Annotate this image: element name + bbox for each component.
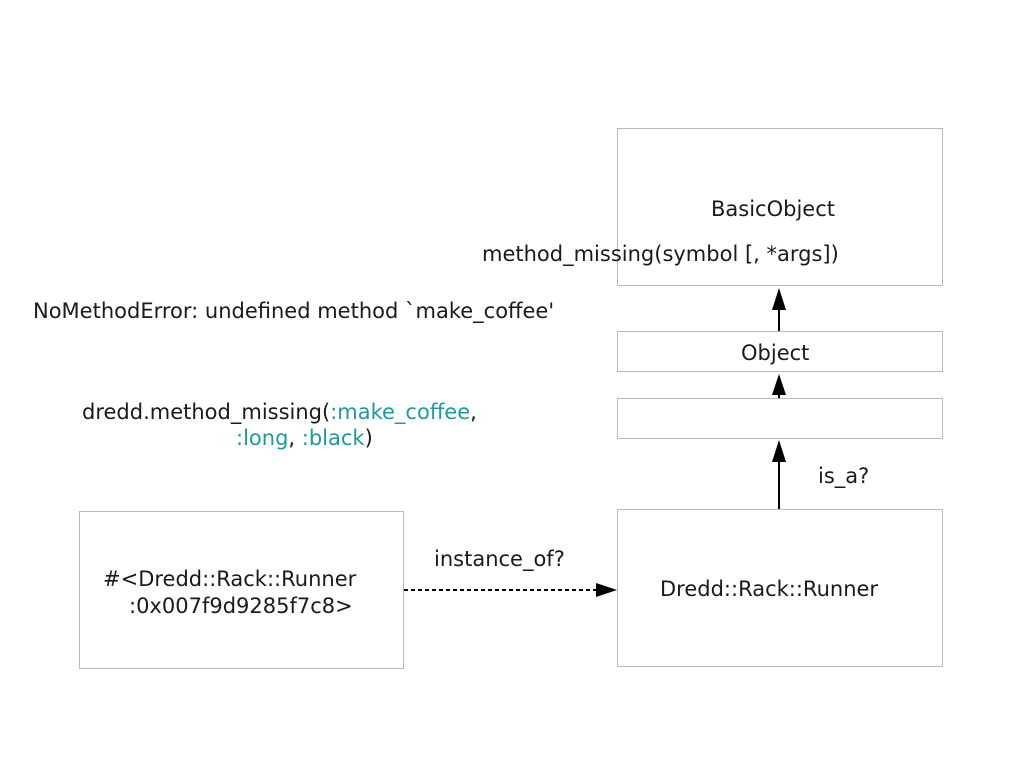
symbol-long: :long: [236, 426, 289, 450]
method-call-line1: dredd.method_missing(:make_coffee,: [82, 399, 477, 425]
symbol-black: :black: [301, 426, 365, 450]
call-suffix: ): [364, 426, 373, 450]
is-a-label: is_a?: [818, 464, 870, 488]
symbol-make-coffee: :make_coffee: [330, 400, 471, 424]
basic-object-title: BasicObject: [711, 197, 835, 221]
instance-line1: #<Dredd::Rack::Runner: [103, 567, 357, 591]
instance-line2: :0x007f9d9285f7c8>: [129, 594, 353, 618]
method-missing-signature: method_missing(symbol [, *args]): [482, 242, 839, 266]
empty-module-box: [617, 398, 943, 439]
basic-object-box: [617, 128, 943, 286]
object-title: Object: [741, 341, 810, 365]
arrow-module-to-object: [772, 374, 786, 398]
call-sep1: ,: [470, 400, 477, 424]
object-box: [617, 331, 943, 372]
arrow-is-a: [772, 440, 786, 509]
instance-of-label: instance_of?: [434, 547, 565, 571]
call-sep2: ,: [288, 426, 302, 450]
method-call-line2: :long, :black): [236, 425, 373, 451]
arrow-object-to-basic-object: [772, 288, 786, 331]
call-prefix: dredd.method_missing(: [82, 400, 331, 424]
instance-box: [79, 511, 404, 669]
arrow-instance-of: [404, 583, 617, 597]
runner-class-title: Dredd::Rack::Runner: [660, 577, 879, 601]
error-message: NoMethodError: undefined method `make_co…: [33, 299, 555, 323]
runner-class-box: [617, 509, 943, 667]
